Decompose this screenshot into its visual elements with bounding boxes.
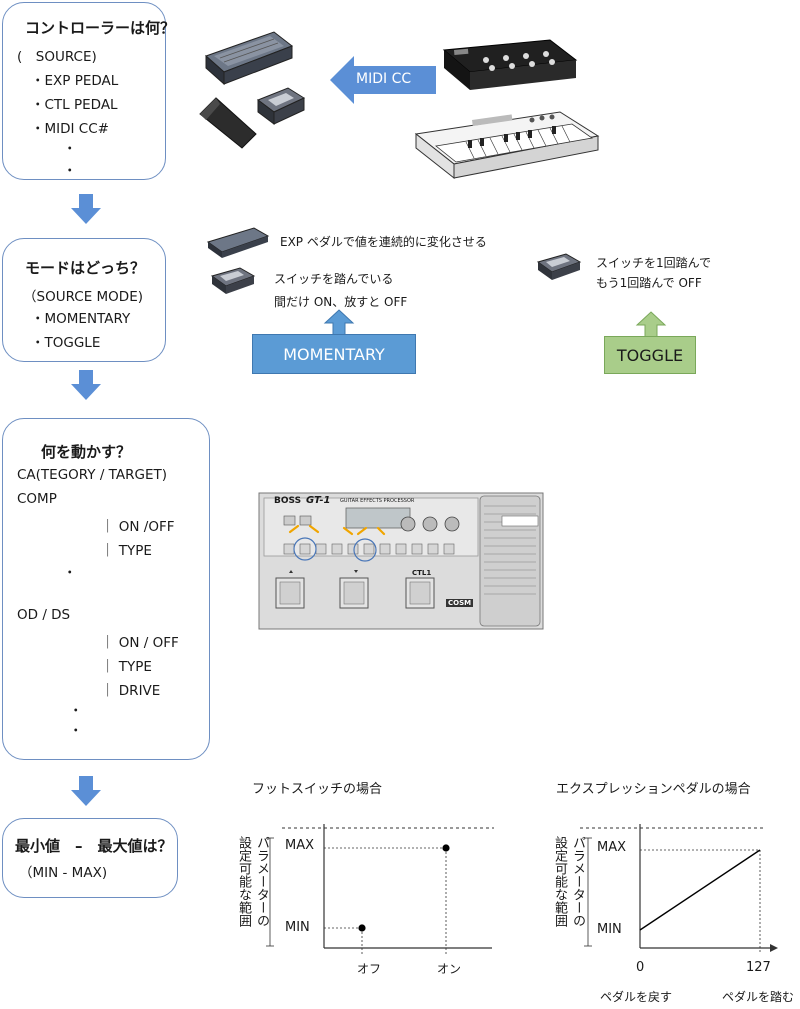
expression-x-min: 0	[636, 960, 645, 975]
footswitch-ylabel-line2: 設定可能な範囲	[236, 836, 251, 927]
volume-pedal-icon	[199, 97, 257, 149]
target-comp-label: COMP	[17, 491, 57, 507]
expression-ylabel: パラメーターの 設定可能な範囲	[550, 836, 586, 952]
controller-title: コントローラーは何？	[25, 19, 176, 37]
minmax-title: 最小値 – 最大値は？	[15, 837, 173, 855]
footswitch-x-on: オン	[437, 962, 462, 976]
up-arrow-icon	[635, 311, 667, 339]
target-odds-param: ｜ ON / OFF	[101, 635, 179, 651]
footswitch-min-label: MIN	[285, 920, 310, 935]
target-comp-param: ｜ TYPE	[101, 543, 152, 559]
keyboard-icon	[414, 111, 600, 180]
controller-source-label: ( SOURCE)	[17, 49, 97, 65]
footswitch-max-label: MAX	[285, 838, 315, 853]
exp-description: EXP ペダルで値を連続的に変化させる	[280, 235, 487, 249]
device-cosm-label: COSM	[446, 599, 474, 607]
minmax-box: 最小値 – 最大値は？ （MIN - MAX)	[2, 818, 178, 898]
target-title: 何を動かす？	[41, 443, 132, 461]
toggle-mode-box: TOGGLE	[604, 336, 696, 374]
expression-ylabel-line2: 設定可能な範囲	[552, 836, 567, 927]
controller-item: ・	[63, 163, 77, 179]
expression-pedal-icon	[205, 31, 294, 86]
expression-pedal-icon	[206, 227, 270, 258]
mode-box: モードはどっち？ （SOURCE MODE) ・MOMENTARY ・TOGGL…	[2, 238, 166, 362]
target-comp-param: ｜ ON /OFF	[101, 519, 175, 535]
expression-chart-title: エクスプレッションペダルの場合	[556, 782, 751, 797]
controller-item: ・CTL PEDAL	[31, 97, 118, 113]
foot-switch-icon	[256, 87, 306, 125]
midi-cc-label: MIDI CC	[356, 71, 412, 87]
footswitch-off-point	[358, 924, 366, 932]
toggle-desc-line2: もう1回踏んで OFF	[596, 276, 702, 290]
midi-foot-controller-icon	[442, 39, 578, 90]
device-ctl-label: CTL1	[412, 569, 432, 577]
expression-chart-plot	[580, 824, 778, 954]
expression-x-max: 127	[746, 960, 771, 975]
gt1-device: BOSS GT-1 GUITAR EFFECTS PROCESSOR CTL1 …	[258, 492, 544, 630]
midi-cc-arrow	[330, 56, 436, 104]
target-odds-dot: ・	[69, 703, 83, 719]
expression-x-min-caption: ペダルを戻す	[600, 990, 673, 1004]
target-odds-label: OD / DS	[17, 607, 71, 623]
mode-item: ・MOMENTARY	[31, 311, 131, 327]
footswitch-chart-title: フットスイッチの場合	[252, 782, 383, 797]
momentary-desc-line1: スイッチを踏んでいる	[274, 272, 394, 286]
expression-max-label: MAX	[597, 840, 627, 855]
toggle-desc-line1: スイッチを1回踏んで	[596, 256, 712, 270]
footswitch-chart-plot	[266, 824, 494, 954]
expression-response-line	[639, 849, 761, 931]
device-subtitle: GUITAR EFFECTS PROCESSOR	[340, 498, 415, 504]
footswitch-ylabel: パラメーターの 設定可能な範囲	[234, 836, 270, 952]
controller-item: ・MIDI CC#	[31, 121, 109, 137]
down-arrow-icon	[71, 194, 101, 224]
expression-min-label: MIN	[597, 922, 622, 937]
up-arrow-icon	[323, 309, 355, 337]
target-box: 何を動かす？ CA(TEGORY / TARGET) COMP ｜ ON /OF…	[2, 418, 210, 760]
target-comp-dot: ・	[63, 565, 77, 581]
controller-item: ・EXP PEDAL	[31, 73, 119, 89]
controller-box: コントローラーは何？ ( SOURCE) ・EXP PEDAL ・CTL PED…	[2, 2, 175, 180]
footswitch-x-off: オフ	[357, 962, 382, 976]
momentary-desc-line2: 間だけ ON、放すと OFF	[274, 295, 408, 309]
device-brand: BOSS	[274, 496, 302, 506]
target-odds-dot: ・	[69, 723, 83, 739]
mode-source-label: （SOURCE MODE)	[23, 289, 143, 305]
footswitch-ylabel-line1: パラメーターの	[254, 836, 269, 927]
foot-switch-icon	[536, 253, 582, 280]
down-arrow-icon	[71, 776, 101, 806]
foot-switch-icon	[210, 267, 256, 294]
target-odds-param: ｜ TYPE	[101, 659, 152, 675]
mode-item: ・TOGGLE	[31, 335, 101, 351]
expression-x-max-caption: ペダルを踏む	[722, 990, 795, 1004]
device-model: GT-1	[306, 495, 331, 506]
down-arrow-icon	[71, 370, 101, 400]
target-category-label: CA(TEGORY / TARGET)	[17, 467, 168, 483]
controller-item: ・	[63, 141, 77, 157]
momentary-mode-box: MOMENTARY	[252, 334, 416, 374]
minmax-subtitle: （MIN - MAX)	[19, 865, 108, 881]
footswitch-on-point	[442, 844, 450, 852]
target-odds-param: ｜ DRIVE	[101, 683, 161, 699]
mode-title: モードはどっち？	[25, 259, 146, 277]
expression-ylabel-line1: パラメーターの	[570, 836, 585, 927]
